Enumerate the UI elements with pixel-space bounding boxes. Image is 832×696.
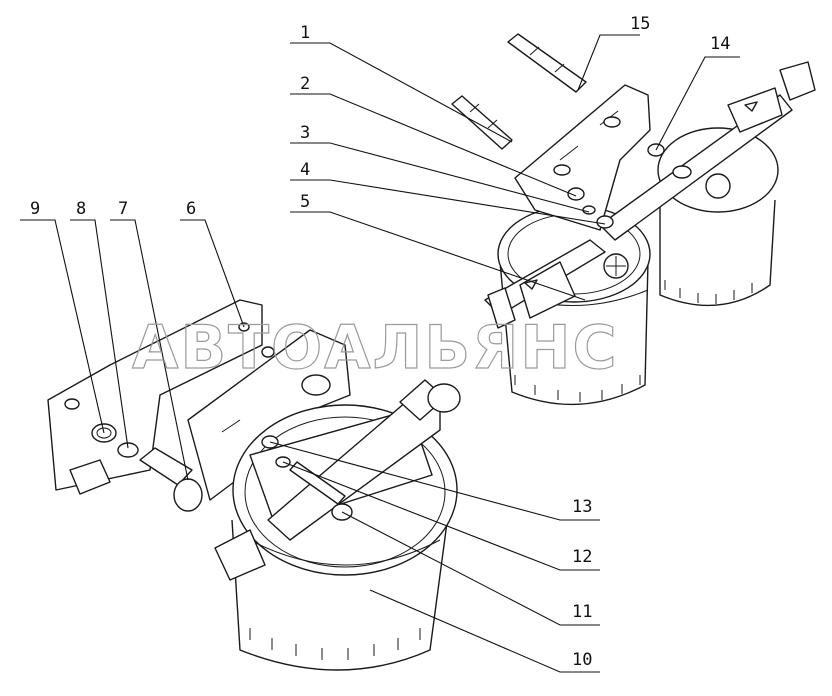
callout-9: 9: [30, 199, 40, 219]
callout-8: 8: [76, 199, 86, 219]
callout-14: 14: [710, 34, 730, 54]
leader-lines: [20, 34, 740, 673]
callout-labels: 1 2 3 4 5 6 7 8 9 10 11 12 13 14 15: [30, 14, 730, 670]
callout-1: 1: [300, 23, 310, 43]
callout-10: 10: [572, 650, 592, 670]
lower-filter-assembly: [47, 299, 461, 671]
callout-15: 15: [630, 14, 650, 34]
callout-2: 2: [300, 74, 310, 94]
watermark-text: АВТОАЛЬЯНС: [132, 313, 619, 383]
upper-filter-assembly: [451, 33, 816, 406]
callout-3: 3: [300, 123, 310, 143]
callout-4: 4: [300, 160, 310, 180]
callout-11: 11: [572, 602, 592, 622]
callout-5: 5: [300, 192, 310, 212]
callout-6: 6: [186, 199, 196, 219]
callout-7: 7: [118, 199, 128, 219]
callout-12: 12: [572, 547, 592, 567]
callout-13: 13: [572, 497, 592, 517]
